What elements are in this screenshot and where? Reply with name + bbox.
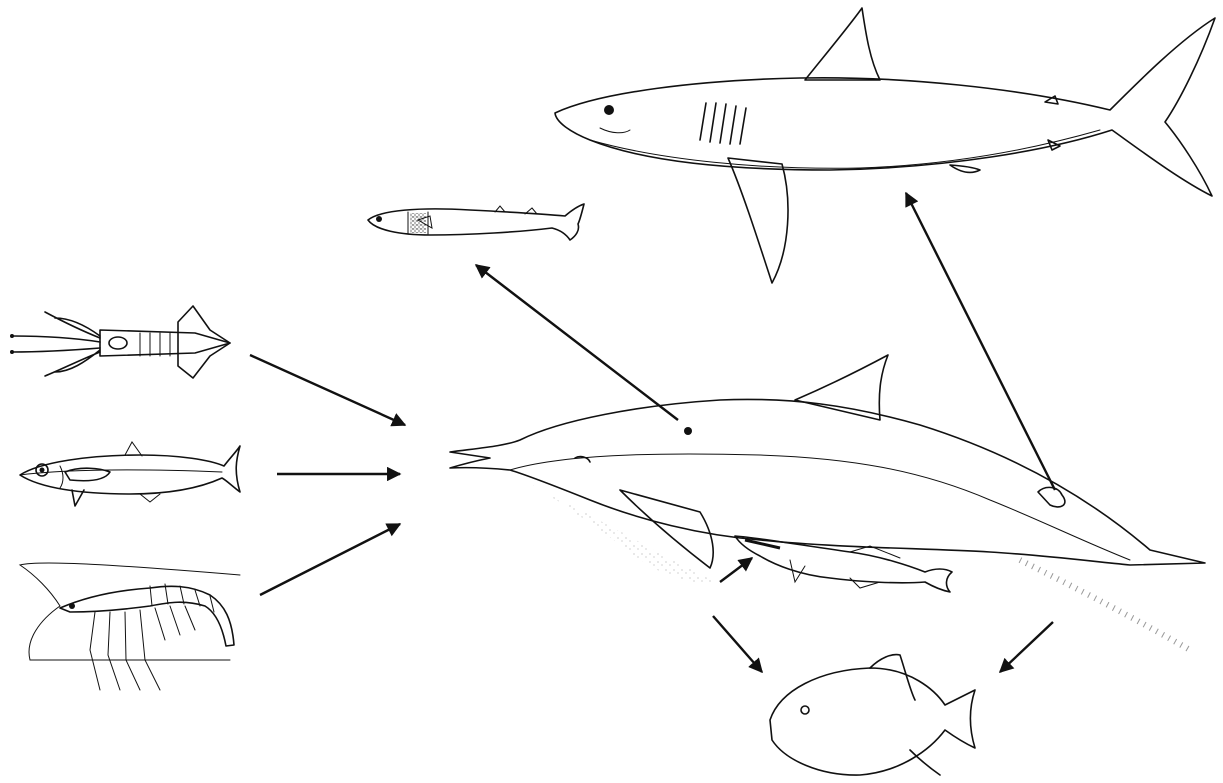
small-shark-icon bbox=[368, 204, 584, 240]
arrow-dolphin-to-triggerfish-left bbox=[713, 616, 762, 672]
remora-icon bbox=[735, 536, 952, 592]
mako-shark-icon bbox=[555, 8, 1215, 283]
arrow-remora-to-dolphin bbox=[720, 558, 752, 582]
arrow-squid-to-dolphin bbox=[250, 355, 405, 425]
dolphin-icon bbox=[450, 355, 1205, 650]
triggerfish-icon bbox=[770, 655, 975, 775]
arrow-shrimp-to-dolphin bbox=[260, 524, 400, 595]
squid-icon bbox=[10, 306, 230, 378]
arrow-dolphin-to-triggerfish-right bbox=[1000, 622, 1053, 672]
mackerel-icon bbox=[20, 442, 240, 506]
arrow-dolphin-to-mako bbox=[906, 193, 1055, 490]
shrimp-icon bbox=[20, 563, 240, 690]
arrow-dolphin-to-cookiecutter bbox=[476, 265, 678, 420]
